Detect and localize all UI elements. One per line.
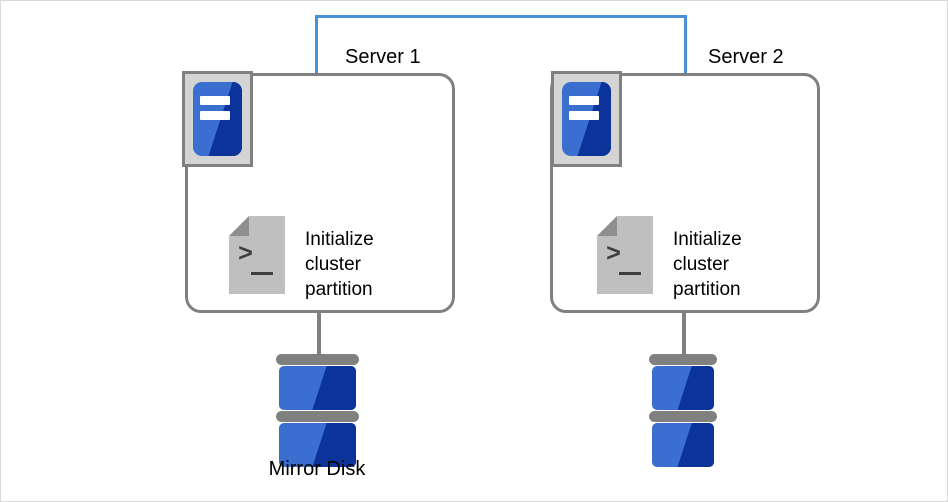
disk-block-upper xyxy=(652,366,714,410)
server-icon-body xyxy=(193,82,242,156)
server-icon-led-top xyxy=(568,96,600,105)
disk-block-shading xyxy=(279,366,356,410)
server-icon-led-bottom xyxy=(199,110,231,120)
disk-block-lower xyxy=(279,423,356,467)
disk-bar-middle xyxy=(276,411,359,422)
disk-bar-middle xyxy=(649,411,717,422)
server-2-disk-connector xyxy=(682,313,686,356)
interconnect-right-segment xyxy=(684,15,687,73)
server-2-action-caption: Initialize cluster partition xyxy=(673,229,742,300)
disk-block-shading xyxy=(652,423,714,467)
script-fold-corner xyxy=(229,216,249,236)
interconnect-left-segment xyxy=(315,15,318,73)
disk-block-shading xyxy=(279,423,356,467)
disk-bar-top xyxy=(649,354,717,365)
server-2-label: Server 2 xyxy=(708,46,784,68)
server-icon-led-top xyxy=(199,96,231,105)
server-1-machine-icon xyxy=(182,71,253,167)
server-1-disk-connector xyxy=(317,313,321,356)
disk-block-upper xyxy=(279,366,356,410)
server-1-disk-stack-icon xyxy=(276,354,359,467)
server-2-script-icon: > xyxy=(597,216,653,294)
script-prompt-glyph: > xyxy=(606,240,622,269)
script-cursor-underscore xyxy=(251,272,273,275)
server-icon-led-bottom xyxy=(568,110,600,120)
disk-block-lower xyxy=(652,423,714,467)
server-1-script-icon: > xyxy=(229,216,285,294)
script-cursor-underscore xyxy=(619,272,641,275)
script-prompt-glyph: > xyxy=(238,240,254,269)
disk-bar-top xyxy=(276,354,359,365)
disk-block-shading xyxy=(652,366,714,410)
server-icon-body xyxy=(562,82,611,156)
server-2-disk-stack-icon xyxy=(649,354,717,467)
mirror-disk-label: Mirror Disk xyxy=(268,458,366,480)
server-1-action-caption: Initialize cluster partition xyxy=(305,229,374,300)
interconnect-top-segment xyxy=(315,15,687,18)
server-1-label: Server 1 xyxy=(345,46,421,68)
script-fold-corner xyxy=(597,216,617,236)
server-2-machine-icon xyxy=(551,71,622,167)
